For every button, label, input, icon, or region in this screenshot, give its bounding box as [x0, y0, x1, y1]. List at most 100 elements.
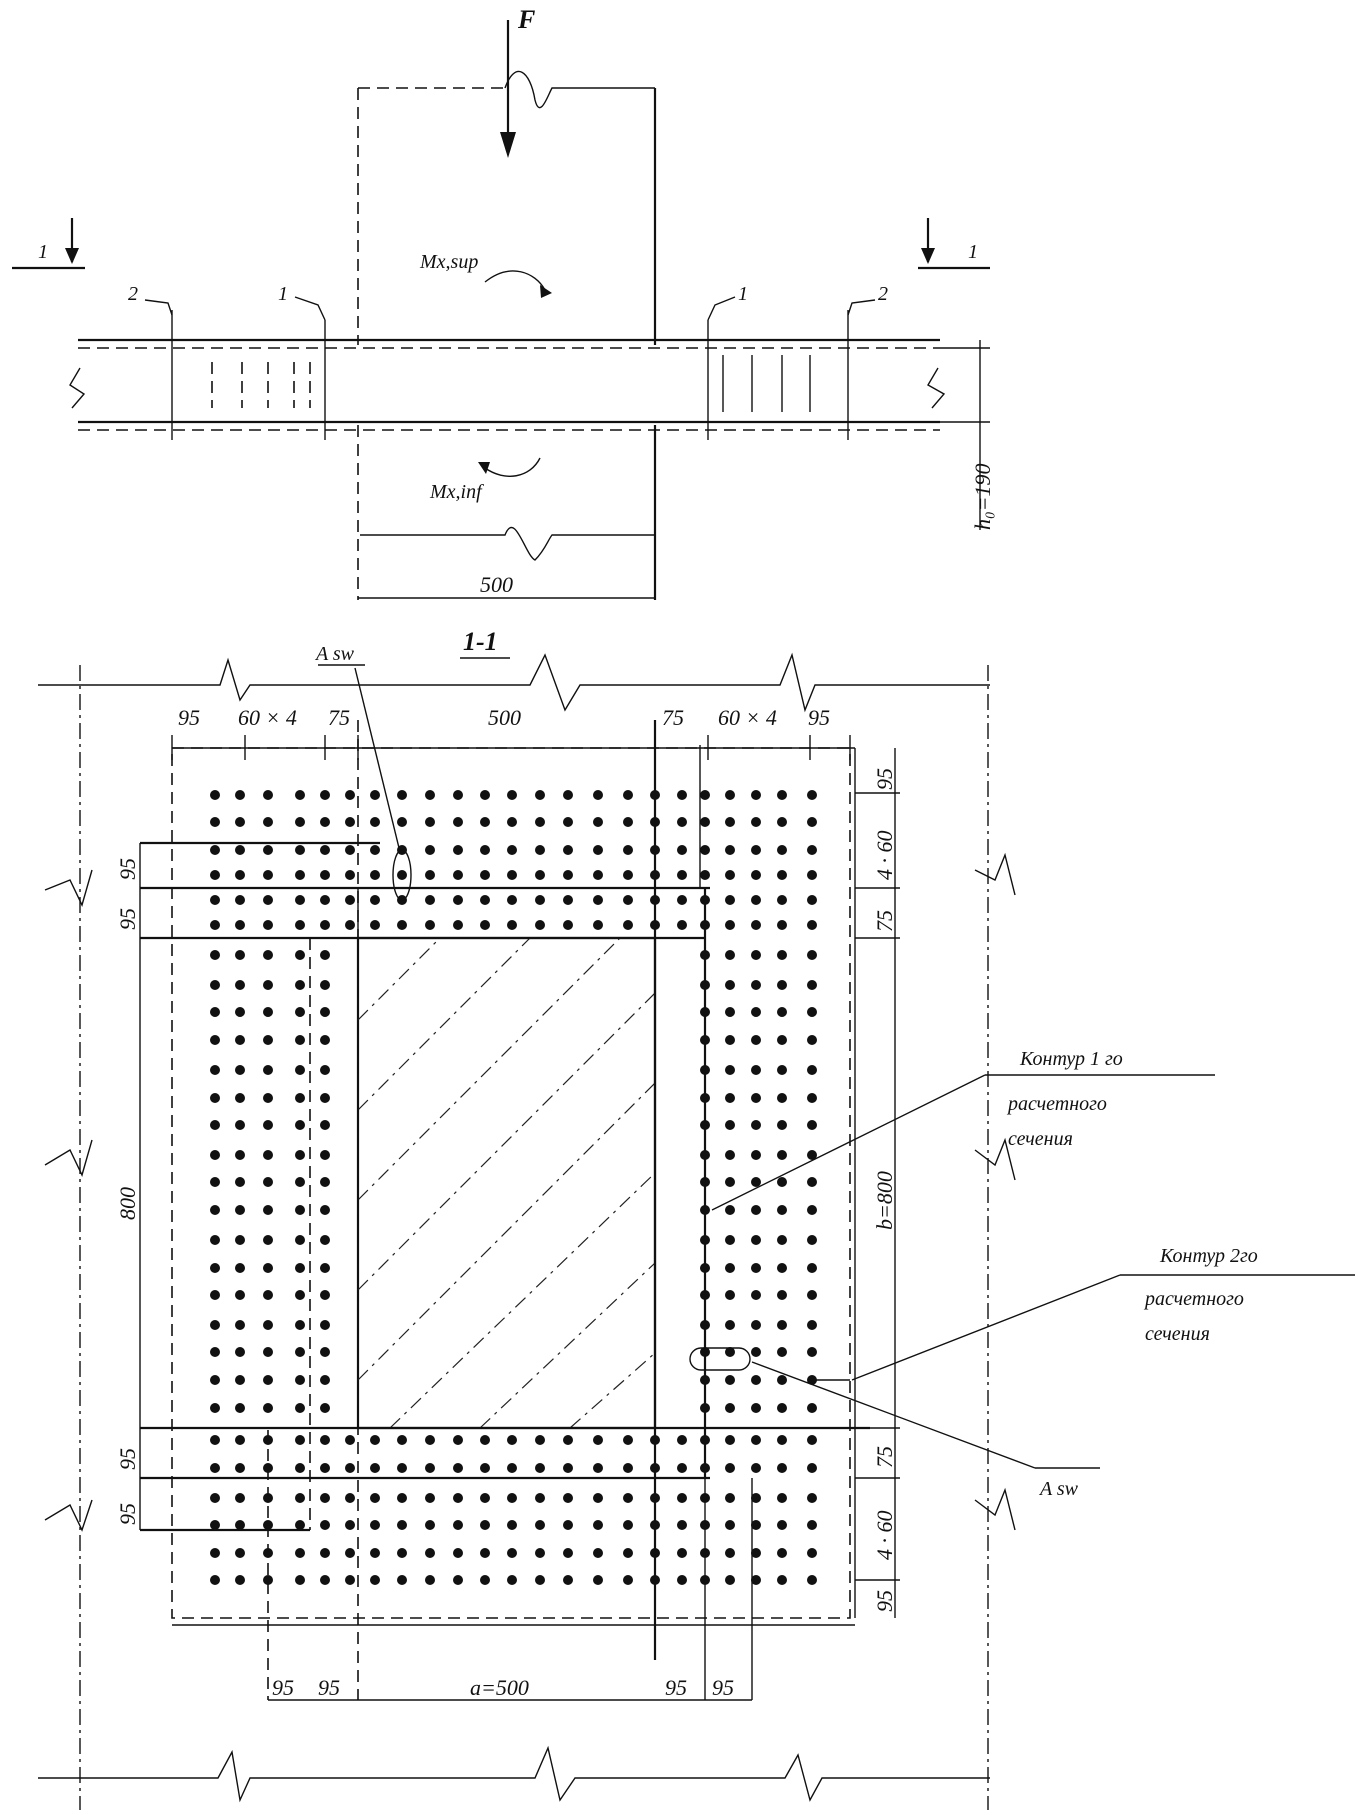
- stud: [210, 1347, 220, 1357]
- stud: [807, 817, 817, 827]
- stud: [397, 790, 407, 800]
- dim-right-5: 4 · 60: [872, 1511, 897, 1561]
- stud: [777, 920, 787, 930]
- moment-bottom-label: Mx,inf: [429, 481, 484, 503]
- contour2-label-line1: Контур 2го: [1159, 1245, 1258, 1267]
- stud: [563, 790, 573, 800]
- stud: [345, 1463, 355, 1473]
- stud: [507, 895, 517, 905]
- stud: [700, 1065, 710, 1075]
- stud: [700, 1435, 710, 1445]
- stud: [295, 1007, 305, 1017]
- stud: [235, 1575, 245, 1585]
- column-width-label: 500: [480, 572, 513, 597]
- stud: [263, 1205, 273, 1215]
- stud: [623, 1435, 633, 1445]
- stud: [235, 1263, 245, 1273]
- column-section: [356, 936, 657, 1430]
- elevation-view: F h₀=190 2 1 1 2: [12, 5, 995, 600]
- stud: [807, 980, 817, 990]
- stud: [700, 1177, 710, 1187]
- slab-depth-label: h₀=190: [970, 464, 995, 531]
- stud: [235, 1235, 245, 1245]
- stud: [563, 920, 573, 930]
- stud: [593, 1575, 603, 1585]
- stud: [320, 1403, 330, 1413]
- stud: [345, 1435, 355, 1445]
- stud: [623, 817, 633, 827]
- stud: [507, 817, 517, 827]
- stud: [210, 1120, 220, 1130]
- stud: [807, 1463, 817, 1473]
- stud: [210, 950, 220, 960]
- stud: [235, 1435, 245, 1445]
- stud: [751, 1493, 761, 1503]
- dim-left-0: 95: [115, 858, 140, 880]
- stud: [751, 895, 761, 905]
- stud: [535, 817, 545, 827]
- stud: [650, 1493, 660, 1503]
- stud: [263, 1493, 273, 1503]
- stud: [777, 980, 787, 990]
- stud: [235, 1150, 245, 1160]
- stud: [777, 1575, 787, 1585]
- stud: [650, 1435, 660, 1445]
- stud: [210, 1235, 220, 1245]
- stud: [480, 845, 490, 855]
- stud: [507, 1548, 517, 1558]
- stud: [320, 845, 330, 855]
- stud: [777, 895, 787, 905]
- stud: [677, 1520, 687, 1530]
- stud: [235, 1403, 245, 1413]
- stud: [751, 790, 761, 800]
- stud: [677, 870, 687, 880]
- stud: [295, 1320, 305, 1330]
- stirrups-left: [211, 362, 311, 408]
- stud: [295, 1290, 305, 1300]
- stud: [777, 790, 787, 800]
- dim-bottom-4: 95: [712, 1675, 734, 1700]
- stud: [480, 1520, 490, 1530]
- stud: [263, 1007, 273, 1017]
- stud: [700, 1290, 710, 1300]
- stud: [777, 1205, 787, 1215]
- stud: [320, 895, 330, 905]
- stud: [320, 1320, 330, 1330]
- stud: [700, 1235, 710, 1245]
- stud: [507, 845, 517, 855]
- stud: [210, 1263, 220, 1273]
- stud: [751, 950, 761, 960]
- stud: [777, 845, 787, 855]
- stud: [807, 1435, 817, 1445]
- stud: [725, 790, 735, 800]
- plan-top-break: [38, 652, 990, 713]
- stud: [235, 950, 245, 960]
- stud: [725, 1320, 735, 1330]
- stud: [295, 1435, 305, 1445]
- moment-bottom-arrow: [484, 457, 541, 477]
- stud: [210, 1035, 220, 1045]
- stud: [807, 1548, 817, 1558]
- stud: [623, 1520, 633, 1530]
- stud: [751, 1435, 761, 1445]
- stud: [320, 1093, 330, 1103]
- stud: [453, 870, 463, 880]
- stud: [370, 1493, 380, 1503]
- stud: [725, 1235, 735, 1245]
- stud: [210, 1290, 220, 1300]
- stud: [453, 1463, 463, 1473]
- stud: [777, 1065, 787, 1075]
- stud: [295, 1235, 305, 1245]
- slab-left-break: [69, 367, 86, 409]
- stud: [320, 1347, 330, 1357]
- stud: [480, 1463, 490, 1473]
- stud: [397, 1463, 407, 1473]
- stud: [397, 1435, 407, 1445]
- stud: [751, 1290, 761, 1300]
- stud: [807, 895, 817, 905]
- stud: [295, 1520, 305, 1530]
- stud: [725, 1403, 735, 1413]
- stud: [320, 1150, 330, 1160]
- column-top-break: [504, 70, 655, 109]
